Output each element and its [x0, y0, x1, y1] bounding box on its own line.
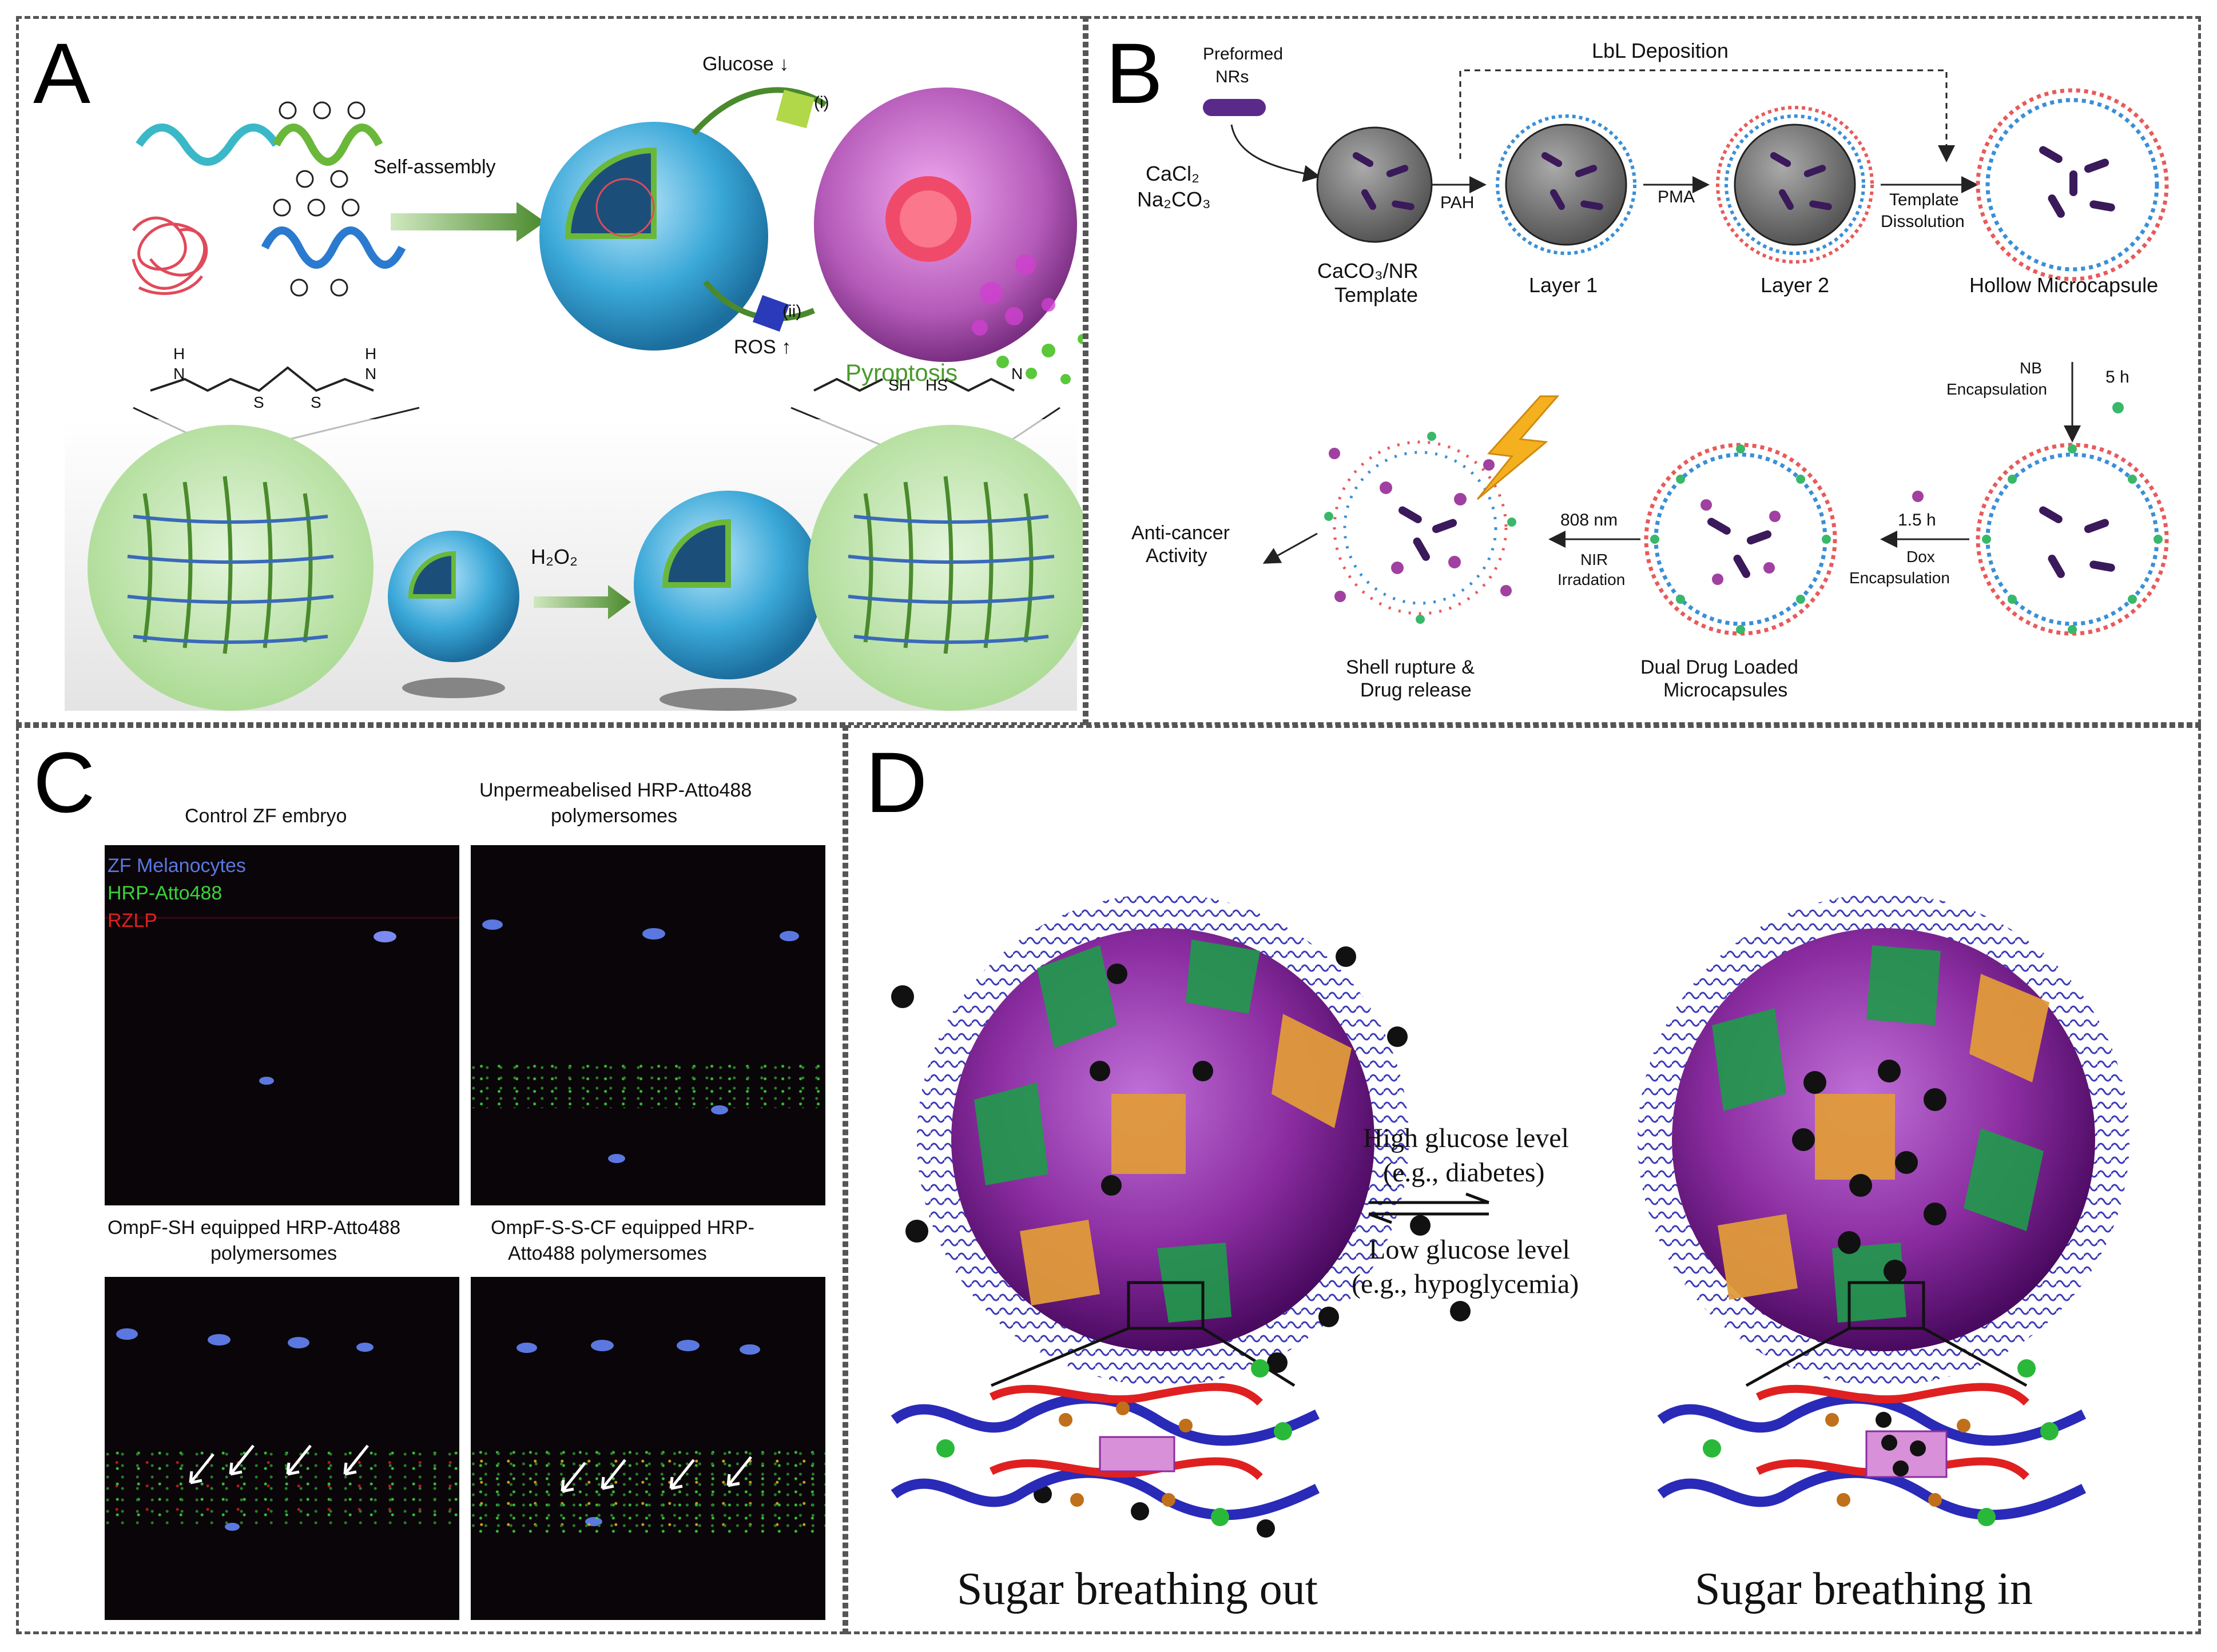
label-self-assembly: Self-assembly — [374, 156, 496, 178]
layer2-sphere — [1716, 106, 1874, 264]
label-step-i: (i) — [814, 93, 829, 112]
title-ompf-ssc-1: OmpF-S-S-CF equipped HRP- — [491, 1217, 755, 1239]
panel-b: B — [1086, 16, 2201, 725]
label-pyroptosis: Pyroptosis — [845, 359, 958, 386]
label-low-glucose: Low glucose level — [1369, 1235, 1570, 1265]
panel-label-b: B — [1106, 25, 1163, 121]
label-high-glucose: High glucose level — [1363, 1123, 1569, 1153]
ruptured-capsule — [1324, 432, 1516, 624]
label-template-2: Template — [1334, 283, 1419, 306]
ros-icon — [752, 294, 790, 332]
panel-a-illustration — [65, 87, 1083, 711]
label-cacl2: CaCl₂ — [1146, 162, 1199, 185]
label-anticancer-2: Activity — [1146, 545, 1207, 567]
label-layer2: Layer 2 — [1761, 273, 1830, 297]
chem-right-n-a: N — [365, 365, 377, 383]
panel-label-c: C — [33, 734, 96, 830]
label-nb-time: 5 h — [2105, 368, 2129, 387]
label-nir-3: Irradation — [1558, 571, 1626, 588]
label-hollow: Hollow Microcapsule — [1969, 273, 2159, 297]
label-dox-time: 1.5 h — [1898, 511, 1936, 530]
micrograph-ompf-sh — [105, 1277, 459, 1620]
panel-b-diagram — [1203, 69, 2169, 636]
legend-melanocytes: ZF Melanocytes — [108, 855, 246, 877]
caco3-template — [1316, 126, 1433, 243]
label-lbl-deposition: LbL Deposition — [1592, 39, 1729, 62]
label-dual-2: Microcapsules — [1663, 679, 1788, 701]
label-preformed: Preformed — [1203, 45, 1284, 63]
molecular-detail-left — [891, 1359, 1320, 1526]
label-nir-1: 808 nm — [1560, 511, 1618, 530]
panel-d-illustration — [891, 894, 2129, 1538]
label-template-dissolution-2: Dissolution — [1881, 212, 1965, 231]
label-step-ii: (ii) — [782, 302, 802, 321]
label-rupture-2: Drug release — [1360, 679, 1472, 701]
panel-a: A — [16, 16, 1086, 725]
title-ompf-sh-1: OmpF-SH equipped HRP-Atto488 — [108, 1217, 401, 1239]
polymer-wave-blue — [261, 226, 406, 269]
label-sugar-in: Sugar breathing in — [1695, 1564, 2033, 1614]
chem-s1: S — [253, 393, 264, 411]
label-h2o2: H₂O₂ — [531, 545, 578, 568]
label-template-dissolution-1: Template — [1889, 190, 1959, 209]
label-template-1: CaCO₃/NR — [1317, 259, 1419, 282]
chem-sh: SH — [888, 376, 911, 394]
label-nb-1: NB — [2020, 359, 2042, 377]
label-nir-2: NIR — [1580, 551, 1608, 568]
panel-c: C Control ZF embryo Unpermeabelised HRP-… — [16, 725, 845, 1634]
label-nrs: NRs — [1215, 67, 1249, 86]
label-dox-1: Dox — [1906, 548, 1935, 566]
chem-right-h: H — [365, 345, 377, 363]
label-na2co3: Na₂CO₃ — [1137, 188, 1211, 211]
title-control: Control ZF embryo — [185, 805, 347, 827]
glucose-icon — [776, 89, 815, 129]
label-anticancer-1: Anti-cancer — [1131, 522, 1230, 544]
chem-s2: S — [311, 393, 321, 411]
panel-d: D — [845, 725, 2201, 1634]
title-unpermeabelised-1: Unpermeabelised HRP-Atto488 — [479, 779, 752, 801]
title-unpermeabelised-2: polymersomes — [551, 805, 678, 827]
label-sugar-out: Sugar breathing out — [957, 1564, 1318, 1614]
zoom-box-left — [1127, 1281, 1205, 1330]
label-layer1: Layer 1 — [1529, 273, 1598, 297]
label-pah: PAH — [1440, 193, 1475, 212]
chem-left-n: N — [173, 365, 185, 383]
label-high-example: (e.g., diabetes) — [1383, 1157, 1545, 1188]
nb-loaded-capsule — [1976, 443, 2169, 636]
title-ompf-ssc-2: Atto488 polymersomes — [508, 1243, 707, 1264]
molecular-detail-right — [1657, 1359, 2087, 1526]
label-pma: PMA — [1658, 188, 1695, 206]
zoom-box-right — [1848, 1281, 1925, 1330]
chem-right-n: N — [1011, 365, 1023, 383]
label-rupture-1: Shell rupture & — [1346, 656, 1475, 678]
polymer-wave-green — [272, 124, 383, 166]
label-dox-2: Encapsulation — [1849, 569, 1950, 587]
mesh-zoom-right — [808, 425, 1083, 711]
label-ros: ROS ↑ — [734, 336, 792, 358]
dual-drug-capsule — [1644, 443, 1837, 636]
panel-label-d: D — [865, 734, 928, 830]
micrograph-ompf-ssc — [471, 1277, 825, 1620]
hollow-microcapsule — [1976, 88, 2169, 281]
label-nb-2: Encapsulation — [1946, 380, 2047, 398]
legend-rzlp: RZLP — [108, 910, 157, 932]
label-glucose: Glucose ↓ — [702, 53, 789, 75]
micrograph-control — [105, 845, 459, 1205]
nanorod-icon — [1203, 99, 1266, 116]
chem-hs: HS — [925, 376, 948, 394]
lightning-icon — [1476, 395, 1560, 500]
layer1-sphere — [1496, 114, 1636, 255]
chem-left-h: H — [173, 345, 185, 363]
protein-structure — [132, 216, 208, 295]
micrograph-unpermeabelised — [471, 845, 825, 1205]
title-ompf-sh-2: polymersomes — [210, 1243, 337, 1264]
label-low-example: (e.g., hypoglycemia) — [1352, 1269, 1579, 1299]
label-dual-1: Dual Drug Loaded — [1640, 656, 1798, 678]
polymer-wave-cyan — [136, 124, 280, 166]
legend-hrp: HRP-Atto488 — [108, 882, 223, 904]
panel-label-a: A — [33, 25, 91, 121]
